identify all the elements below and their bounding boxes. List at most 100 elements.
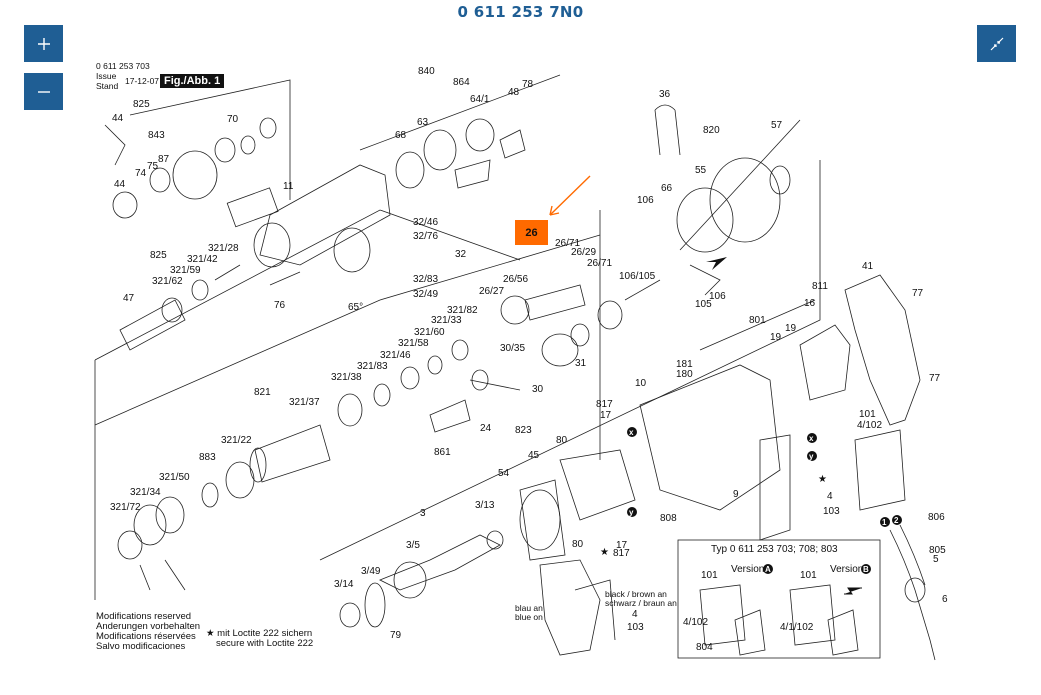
note-line: Salvo modificaciones xyxy=(96,641,186,652)
part-label: 19 xyxy=(785,323,797,334)
part-label: 321/60 xyxy=(414,327,445,338)
part-label: 63 xyxy=(417,117,429,128)
part-label: 825 xyxy=(150,250,167,261)
part-label: 808 xyxy=(660,513,677,524)
issue-date: 17-12-07 xyxy=(125,76,160,86)
part-label: 32/83 xyxy=(413,274,438,285)
part-label: 321/58 xyxy=(398,338,429,349)
part-label: 80 xyxy=(572,539,584,550)
note-line: ★ mit Loctite 222 sichern xyxy=(206,628,313,639)
part-label: 26/71 xyxy=(587,258,612,269)
part-label: 103 xyxy=(823,506,840,517)
part-label: 321/83 xyxy=(357,361,388,372)
collapse-button[interactable] xyxy=(977,25,1016,62)
part-label: 26/27 xyxy=(479,286,504,297)
part-label: 821 xyxy=(254,387,271,398)
zoom-out-button[interactable] xyxy=(24,73,63,110)
part-number: 0 611 253 703 xyxy=(96,61,150,71)
part-label: 32/76 xyxy=(413,231,438,242)
svg-text:B: B xyxy=(863,565,869,574)
part-label: 861 xyxy=(434,447,451,458)
part-label: 26/71 xyxy=(555,238,580,249)
stand-label: Stand xyxy=(96,81,119,91)
part-label: 26/29 xyxy=(571,247,596,258)
part-label: 48 xyxy=(508,87,520,98)
part-label: 75 xyxy=(147,161,159,172)
part-label: 321/38 xyxy=(331,372,362,383)
highlighted-part-26[interactable]: 26 xyxy=(515,220,548,245)
note-line: Modifications reserved xyxy=(96,611,192,622)
part-label: 16 xyxy=(804,298,816,309)
part-label: 101 xyxy=(859,409,876,420)
part-label: 103 xyxy=(627,622,644,633)
zoom-in-button[interactable] xyxy=(24,25,63,62)
part-label: 321/50 xyxy=(159,472,190,483)
wire-note: schwarz / braun an xyxy=(605,598,677,608)
part-label: 79 xyxy=(390,630,402,641)
part-label: 76 xyxy=(274,300,286,311)
svg-text:x: x xyxy=(809,434,814,443)
part-label: 801 xyxy=(749,315,766,326)
part-label: 77 xyxy=(929,373,941,384)
part-label: 74 xyxy=(135,168,147,179)
part-label: 864 xyxy=(453,77,470,88)
part-label: 321/46 xyxy=(380,350,411,361)
part-label: 30 xyxy=(532,384,544,395)
part-label: 64/1 xyxy=(470,94,490,105)
part-label: 883 xyxy=(199,452,216,463)
part-label: 87 xyxy=(158,154,170,165)
part-label: 820 xyxy=(703,125,720,136)
part-label: 44 xyxy=(114,179,126,190)
part-label: 41 xyxy=(862,261,874,272)
part-label: 4 xyxy=(632,609,638,620)
part-label: 11 xyxy=(283,181,294,192)
wire-note: blue on xyxy=(515,612,543,622)
part-label: 321/33 xyxy=(431,315,462,326)
svg-text:★: ★ xyxy=(818,474,827,485)
part-label: 57 xyxy=(771,120,783,131)
part-label: 106/105 xyxy=(619,271,656,282)
version-a-label: Version xyxy=(731,564,764,575)
version-b-label: Version xyxy=(830,564,863,575)
note-line: secure with Loctite 222 xyxy=(216,638,314,649)
part-label: 17 xyxy=(600,410,612,421)
svg-text:y: y xyxy=(629,508,634,517)
wire-note: black / brown an xyxy=(605,589,667,599)
part-label: 3 xyxy=(420,508,426,519)
part-label: 78 xyxy=(522,79,534,90)
svg-text:1: 1 xyxy=(882,518,887,527)
part-label: 321/59 xyxy=(170,265,201,276)
part-label: 321/37 xyxy=(289,397,320,408)
part-label: 321/42 xyxy=(187,254,218,265)
svg-text:y: y xyxy=(809,452,814,461)
svg-text:2: 2 xyxy=(894,516,899,525)
inset-title: Typ 0 611 253 703; 708; 803 xyxy=(711,544,838,555)
part-label: 36 xyxy=(659,89,671,100)
inset-label: 4/102 xyxy=(683,617,708,628)
part-label: 26/56 xyxy=(503,274,528,285)
part-label: 66 xyxy=(661,183,673,194)
part-label: 32/46 xyxy=(413,217,438,228)
part-label: 321/62 xyxy=(152,276,183,287)
part-label: 47 xyxy=(123,293,135,304)
part-label: 10 xyxy=(635,378,647,389)
part-label: 321/82 xyxy=(447,305,478,316)
part-label: 321/22 xyxy=(221,435,252,446)
part-label: 321/28 xyxy=(208,243,239,254)
part-label: 65° xyxy=(348,302,363,313)
part-label: 32/49 xyxy=(413,289,438,300)
part-label: 17 xyxy=(616,540,628,551)
part-label: 30/35 xyxy=(500,343,525,354)
part-label: 45 xyxy=(528,450,540,461)
inset-label: 101 xyxy=(701,570,718,581)
figure-label: Fig./Abb. 1 xyxy=(160,74,225,88)
plus-icon xyxy=(37,37,50,50)
svg-text:★: ★ xyxy=(600,547,609,558)
issue-label: Issue xyxy=(96,71,117,81)
part-label: 180 xyxy=(676,369,693,380)
part-label: 806 xyxy=(928,512,945,523)
svg-text:A: A xyxy=(765,565,771,574)
part-label: 3/14 xyxy=(334,579,354,590)
part-label: 77 xyxy=(912,288,924,299)
